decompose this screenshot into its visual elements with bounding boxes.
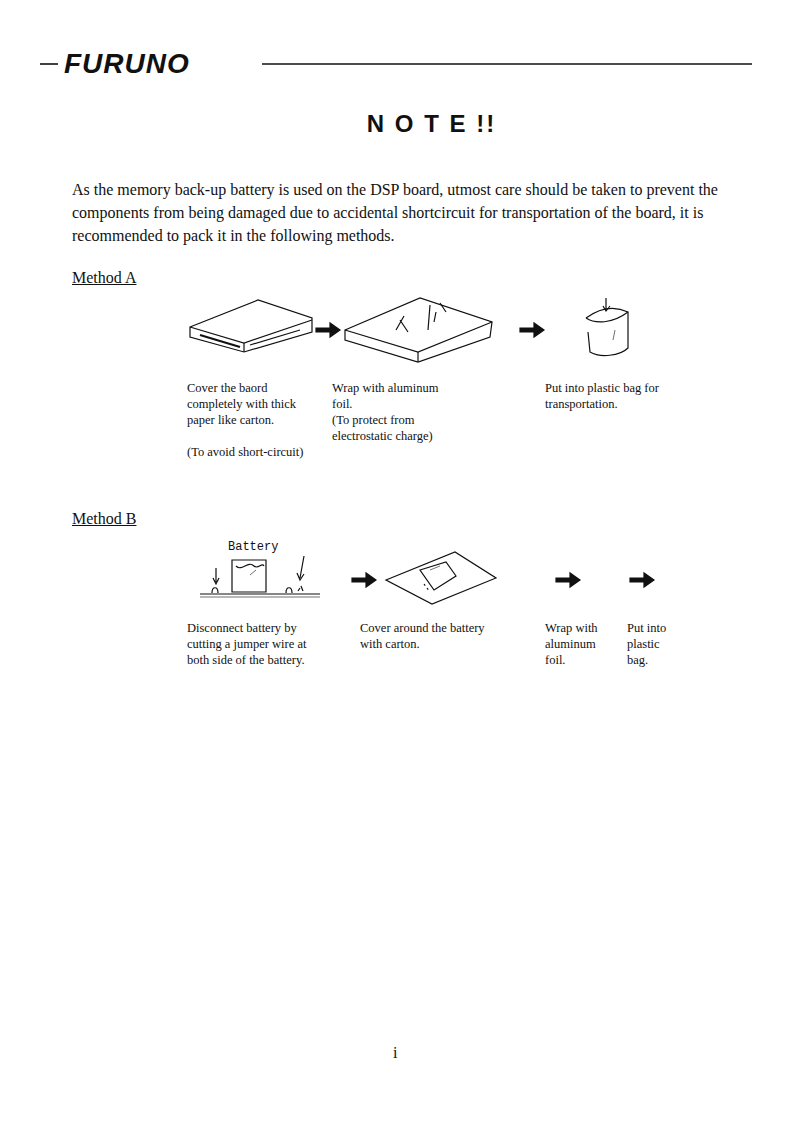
method-heading: Method B [72, 508, 136, 530]
step-caption: Wrap with aluminum foil. [545, 620, 613, 668]
header-rule [262, 63, 752, 65]
method-heading: Method A [72, 267, 136, 289]
step-caption: Disconnect battery by cutting a jumper w… [187, 620, 325, 668]
step-caption: Put into plastic bag for transportation. [545, 380, 685, 412]
page-title: N O T E !! [0, 108, 793, 140]
arrow [520, 323, 544, 337]
battery-on-board [200, 556, 320, 597]
step-note: (To protect from electrostatic charge) [332, 412, 442, 444]
board-drawing [190, 300, 312, 352]
page-number: i [393, 1042, 397, 1064]
step-note: (To avoid short-circuit) [187, 444, 305, 460]
arrow [352, 573, 376, 587]
arrow [556, 573, 580, 587]
step-caption: Put into plastic bag. [627, 620, 679, 668]
plastic-bag [586, 298, 628, 355]
step-caption: Wrap with aluminum foil. [332, 380, 462, 412]
arrow [316, 323, 340, 337]
step-caption: Cover around the battery with carton. [360, 620, 490, 652]
arrow [630, 573, 654, 587]
carton-cover [386, 552, 496, 604]
brand-logo: FURUNO [64, 48, 190, 80]
foil-wrapped-board [345, 298, 492, 362]
header-rule [40, 63, 58, 65]
intro-paragraph: As the memory back-up battery is used on… [72, 178, 742, 247]
part-label: Battery [228, 540, 278, 554]
step-caption: Cover the baord completely with thick pa… [187, 380, 305, 428]
